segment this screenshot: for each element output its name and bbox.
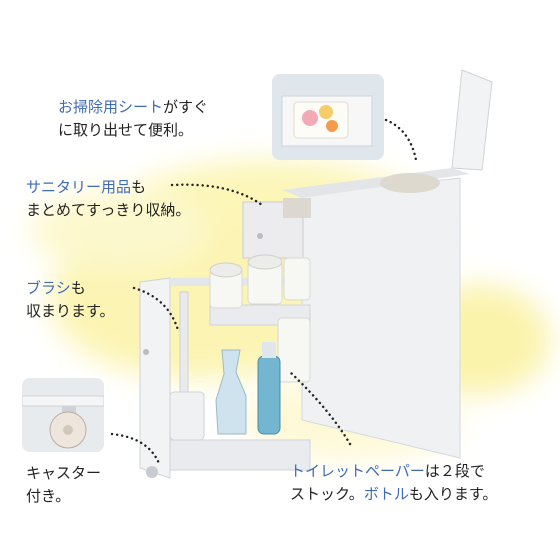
- toilet-paper-roll: [283, 257, 311, 301]
- callout-brush-highlight: ブラシ: [26, 279, 71, 297]
- caster-wheel-icon: [22, 378, 104, 452]
- callout-paper-line2a: ストック。: [290, 485, 364, 503]
- callout-caster: キャスター 付き。: [26, 462, 101, 508]
- blue-bottle: [257, 355, 281, 435]
- callout-caster-line1: キャスター: [26, 464, 102, 482]
- side-panel: [139, 277, 171, 479]
- cabinet-front-panel: [301, 177, 461, 459]
- caster-inset: [22, 378, 104, 452]
- callout-brush-line2: 収まります。: [26, 302, 115, 320]
- callout-paper-text: は２段で: [424, 462, 485, 480]
- cleaning-sheets-inset: [272, 74, 384, 160]
- callout-cleaning-sheets: お掃除用シートがすぐ に取り出せて便利。: [58, 96, 208, 142]
- toilet-brush-holder: [169, 391, 205, 441]
- toilet-brush-handle: [179, 291, 189, 403]
- callout-paper-highlight: トイレットペーパー: [290, 462, 425, 480]
- toilet-paper-roll: [277, 317, 311, 383]
- callout-sanitary: サニタリー用品も まとめてすっきり収納。: [26, 176, 190, 222]
- callout-paper-bottle: ボトル: [363, 485, 409, 503]
- spray-bottle: [215, 349, 247, 435]
- cleaning-sheets-box-icon: [272, 74, 384, 160]
- callout-sanitary-highlight: サニタリー用品: [26, 178, 132, 196]
- callout-sanitary-line2: まとめてすっきり収納。: [26, 201, 191, 219]
- callout-toilet-paper: トイレットペーパーは２段で ストック。ボトルも入ります。: [290, 460, 497, 506]
- callout-brush: ブラシも 収まります。: [26, 277, 115, 323]
- callout-sheets-line2: に取り出せて便利。: [58, 121, 194, 139]
- callout-sanitary-text: も: [131, 178, 147, 196]
- callout-brush-text: も: [70, 279, 86, 297]
- callout-paper-line2c: も入ります。: [408, 485, 498, 503]
- caster-wheel: [146, 466, 158, 478]
- callout-sheets-highlight: お掃除用シート: [58, 98, 164, 116]
- drawer-knob[interactable]: [257, 233, 263, 239]
- callout-caster-line2: 付き。: [26, 487, 71, 505]
- callout-sheets-text: がすぐ: [163, 98, 209, 116]
- lid-panel: [451, 69, 493, 171]
